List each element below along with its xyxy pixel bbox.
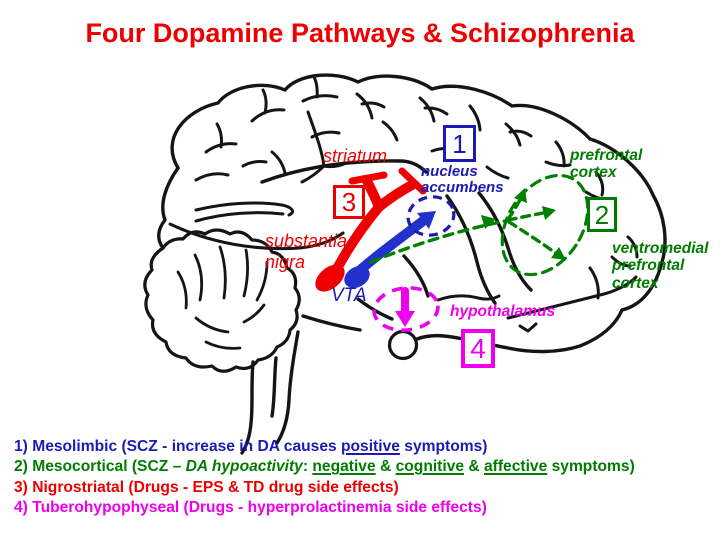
pathway-marker-3: 3 (333, 185, 365, 219)
nigrostriatal-right-branch (374, 180, 417, 212)
label-hypothalamus: hypothalamus (450, 303, 556, 320)
legend-item: 3) Nigrostriatal (Drugs - EPS & TD drug … (14, 478, 635, 498)
label-prefrontal-cortex: prefrontal cortex (570, 147, 642, 182)
brainstem (240, 330, 300, 455)
label-vmpfc-line2: prefrontal (612, 257, 685, 275)
nigrostriatal-pathway-arrow (315, 167, 427, 292)
mesocortical-branch-right (506, 210, 551, 222)
label-ventromedial-prefrontal-cortex: ventromedial prefrontal cortex (612, 240, 708, 292)
legend-segment: DA hypoactivity (185, 458, 303, 476)
mesocortical-down-arrowhead (551, 247, 566, 260)
label-substantia-nigra: substantia nigra (265, 231, 347, 273)
legend-segment: 3) Nigrostriatal (Drugs - EPS & TD drug … (14, 478, 399, 496)
mesolimbic-arrowhead (417, 211, 436, 229)
legend-item: 4) Tuberohypophyseal (Drugs - hyperprola… (14, 498, 635, 518)
temporal-lobe-outline (415, 308, 624, 354)
hypothalamus-circle (372, 286, 440, 332)
occipital-edge (157, 166, 180, 250)
mesolimbic-pathway-arrow (344, 195, 456, 288)
legend-segment: & (375, 458, 396, 476)
legend-segment: positive (341, 438, 400, 455)
pituitary-gland (387, 329, 419, 361)
label-nucleus-accumbens-line2: accumbens (421, 179, 504, 197)
legend-segment: 4) Tuberohypophyseal (Drugs - hyperprola… (14, 498, 487, 516)
nigrostriatal-left-cap (348, 171, 388, 185)
brain-outline (143, 73, 667, 455)
cerebellum-outline (143, 228, 301, 373)
mesocortical-right-arrowhead (542, 206, 556, 220)
legend-item: 1) Mesolimbic (SCZ - increase in DA caus… (14, 437, 635, 457)
mesocortical-mid-arrowhead (481, 215, 496, 229)
label-vmpfc-line3: cortex (612, 274, 659, 292)
legend-segment: & (464, 458, 484, 476)
label-prefrontal-cortex-line2: cortex (570, 164, 617, 182)
legend-segment: symptoms) (399, 438, 488, 455)
legend-segment: 2) Mesocortical (SCZ – (14, 458, 186, 476)
legend-segment: affective (483, 458, 548, 476)
legend-segment: : (302, 458, 313, 476)
mesolimbic-shaft (353, 216, 428, 277)
lateral-fissure (402, 191, 533, 305)
substantia-nigra-oval (315, 264, 345, 292)
pathway-marker-2: 2 (587, 197, 617, 232)
label-prefrontal-cortex-line1: prefrontal (570, 147, 643, 164)
tuberohypophyseal-arrowhead (395, 311, 415, 327)
legend-item: 2) Mesocortical (SCZ – DA hypoactivity: … (14, 457, 635, 477)
tuberohypophyseal-pathway-arrow (372, 286, 440, 332)
central-sulcus (300, 110, 348, 184)
label-vmpfc-line1: ventromedial (612, 240, 709, 257)
nigrostriatal-right-cap (398, 167, 427, 195)
label-striatum: striatum (323, 146, 388, 166)
label-substantia-nigra-line2: nigra (265, 252, 306, 273)
vta-oval (344, 266, 370, 288)
cerebellum-folds (176, 245, 269, 350)
legend-segment: symptoms) (547, 458, 635, 476)
label-substantia-nigra-line1: substantia (265, 231, 348, 251)
legend-segment: 1) Mesolimbic (SCZ - increase in DA caus… (14, 438, 341, 455)
legend: 1) Mesolimbic (SCZ - increase in DA caus… (14, 437, 635, 518)
mesocortical-branch-down (507, 220, 559, 256)
thalamus-arc (168, 222, 345, 251)
label-vta: VTA (331, 285, 367, 306)
corpus-callosum (194, 201, 294, 223)
pathway-marker-4: 4 (461, 329, 495, 368)
pathway-marker-1: 1 (443, 125, 476, 162)
label-nucleus-accumbens: nucleus accumbens (421, 163, 504, 197)
temporal-sulci (436, 275, 638, 333)
cerebrum-outline (170, 73, 667, 312)
label-nucleus-accumbens-line1: nucleus (421, 163, 478, 180)
legend-segment: cognitive (395, 458, 465, 476)
legend-segment: negative (312, 458, 376, 476)
page-title: Four Dopamine Pathways & Schizophrenia (85, 18, 635, 48)
nucleus-accumbens-circle (406, 195, 456, 237)
cingulate-sulcus (260, 159, 428, 184)
mesocortical-pathway-arrows (369, 173, 590, 277)
prefrontal-cortex-ellipse (500, 173, 590, 277)
